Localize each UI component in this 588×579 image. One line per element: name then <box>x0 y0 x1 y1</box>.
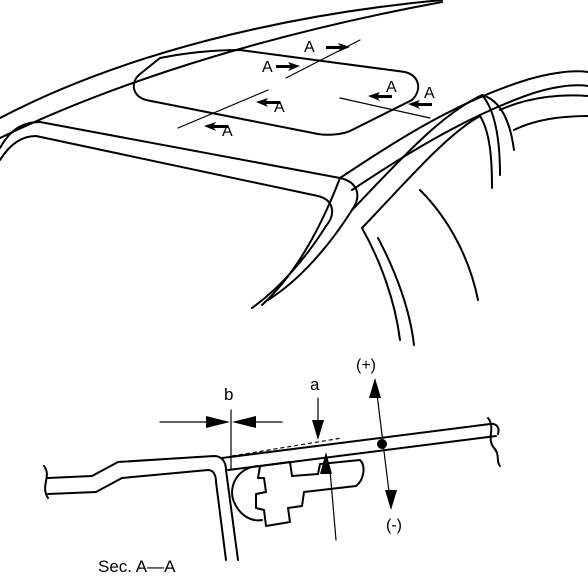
glass-bracket <box>255 459 365 527</box>
roof-panel-upper <box>47 455 239 561</box>
section-arrow-5 <box>368 92 392 101</box>
break-mark-right <box>487 417 501 467</box>
section-line-front-left <box>177 89 269 129</box>
section-arrow-6 <box>408 100 432 109</box>
section-arrow-3 <box>256 98 280 107</box>
door-frame-rear-inner <box>513 115 588 131</box>
adjust-arrow-up <box>369 378 381 398</box>
a-pillar-front <box>261 177 341 306</box>
roof-edge-lower <box>0 1 443 139</box>
door-lower-line-1 <box>361 227 401 341</box>
section-arrow-2 <box>276 62 300 71</box>
section-marker-5: A <box>386 79 397 96</box>
a-pillar-outer <box>267 209 353 301</box>
dim-a-reference-line <box>231 437 343 457</box>
door-frame-front-outer <box>351 94 501 211</box>
section-arrow-4 <box>204 122 228 131</box>
section-marker-1: A <box>304 39 315 56</box>
dim-b-label: b <box>224 385 233 404</box>
adjust-pivot-point <box>377 439 387 449</box>
dim-b-arrow-right <box>232 416 256 428</box>
section-caption: Sec. A—A <box>98 557 176 576</box>
windshield-header-outer <box>0 121 359 211</box>
roof-panel-lower <box>47 469 227 561</box>
plus-label: (+) <box>356 357 376 374</box>
sunroof-glass-panel <box>132 49 420 136</box>
adjust-arrow-down <box>385 490 397 510</box>
section-a-a-view: b a (+) (-) Sec. A—A <box>43 357 501 576</box>
door-frame-front-inner <box>361 115 493 229</box>
door-frame-rear-outer <box>499 94 588 111</box>
section-line-front-right <box>285 39 361 79</box>
break-mark-left <box>43 465 49 499</box>
dim-a-arrow-up <box>320 452 332 474</box>
car-roof-view: A A A A A A <box>0 0 588 346</box>
minus-label: (-) <box>386 517 402 534</box>
dim-a-label: a <box>310 375 320 394</box>
dim-a-arrow-down <box>312 420 324 440</box>
door-lower-line-2 <box>377 237 415 346</box>
section-marker-6: A <box>424 85 435 102</box>
section-marker-3: A <box>274 99 285 116</box>
section-marker-2: A <box>262 59 273 76</box>
section-marker-4: A <box>222 123 233 140</box>
section-arrow-1 <box>326 43 350 52</box>
door-lower-line-3 <box>419 189 479 301</box>
roof-rail-outer <box>339 70 588 179</box>
door-frame-pillar-b <box>481 94 515 151</box>
section-line-side <box>339 97 431 119</box>
weatherstrip-seal <box>231 465 263 522</box>
dim-a-lower-leader <box>329 469 337 541</box>
a-pillar-inner <box>251 225 327 309</box>
windshield-header-inner <box>0 135 334 227</box>
roof-edge-upper <box>0 0 443 119</box>
dim-b-arrow-left <box>206 416 230 428</box>
